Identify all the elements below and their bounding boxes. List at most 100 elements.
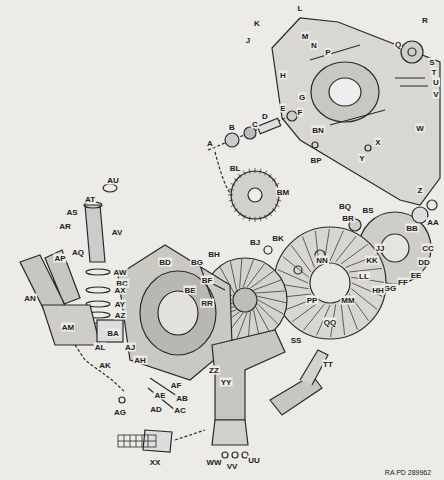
manifold-pipes	[20, 250, 80, 312]
callout-letter: BB	[405, 224, 419, 233]
blade-stroke	[330, 231, 343, 261]
callout-letter: AR	[58, 222, 72, 231]
collar	[287, 111, 297, 121]
blade-stroke	[265, 215, 267, 220]
blade-stroke	[256, 291, 285, 293]
blade-stroke	[249, 169, 250, 174]
callout-letter: FF	[397, 278, 409, 287]
callout-letter: T	[431, 68, 438, 77]
callout-letter: BQ	[338, 202, 352, 211]
callout-letter: D	[261, 112, 269, 121]
blade-stroke	[255, 217, 256, 222]
callout-letter: C	[251, 120, 259, 129]
housing-studs	[200, 265, 225, 300]
callout-letter: BE	[183, 286, 196, 295]
callout-letter: BP	[309, 156, 322, 165]
callout-letter: BL	[229, 164, 242, 173]
blade-stroke	[234, 209, 238, 212]
blade-stroke	[234, 178, 238, 181]
callout-letter: JJ	[375, 244, 386, 253]
gear	[228, 168, 282, 222]
blade-stroke	[276, 200, 281, 201]
callout-letter: BS	[361, 206, 374, 215]
callout-letter: BG	[190, 258, 204, 267]
callout-letter: AP	[53, 254, 66, 263]
dashed-axis	[175, 430, 205, 440]
blade-stroke	[258, 304, 279, 325]
callout-letter: X	[374, 138, 381, 147]
housing-bore	[158, 291, 198, 335]
callout-letter: NN	[315, 256, 329, 265]
callout-letter: ZZ	[208, 366, 220, 375]
blade-stroke	[229, 189, 234, 190]
callout-letter: MM	[340, 296, 355, 305]
blade-stroke	[238, 212, 241, 216]
blade-stroke	[255, 168, 256, 173]
blade-stroke	[243, 215, 245, 220]
blade-stroke	[283, 257, 309, 278]
callout-letter: GG	[383, 284, 397, 293]
callout-letter: Q	[394, 40, 402, 49]
callout-letter: L	[297, 4, 304, 13]
callout-letter: AW	[113, 268, 128, 277]
callout-letter: AX	[113, 286, 126, 295]
riser-pipe	[85, 205, 105, 262]
nut	[244, 127, 256, 139]
callout-letter: AG	[113, 408, 127, 417]
dashed-axis	[215, 152, 232, 195]
blade-stroke	[292, 302, 319, 322]
manifold-flange	[97, 320, 123, 342]
callout-letter: PP	[306, 296, 319, 305]
callout-letter: A	[206, 139, 214, 148]
callout-letter: U	[432, 78, 440, 87]
callout-letter: R	[421, 16, 429, 25]
washer	[427, 200, 437, 210]
cover-rib	[310, 45, 385, 125]
callout-letter: N	[310, 41, 318, 50]
callout-letter: AE	[153, 391, 166, 400]
blade-stroke	[304, 304, 325, 330]
callout-letter: BA	[106, 329, 120, 338]
callout-letter: K	[253, 19, 261, 28]
callout-letter: AQ	[71, 248, 85, 257]
studs	[395, 78, 428, 86]
callout-letter: UU	[247, 456, 261, 465]
callout-letter: M	[301, 32, 310, 41]
blade-stroke	[240, 259, 242, 288]
dashed-axis	[208, 112, 300, 150]
blade-stroke	[260, 216, 261, 221]
pin	[294, 266, 302, 274]
blade-stroke	[269, 174, 272, 178]
blade-stroke	[247, 264, 265, 287]
callout-letter: AJ	[124, 343, 136, 352]
screw	[312, 142, 318, 148]
blade-stroke	[256, 307, 270, 333]
blade-stroke	[230, 262, 236, 291]
callout-letter: AY	[114, 300, 126, 309]
callout-letter: CC	[421, 244, 435, 253]
blade-stroke	[275, 205, 280, 207]
callout-letter: S	[428, 58, 435, 67]
callout-letter: LL	[358, 272, 370, 281]
callout-letter: EE	[410, 271, 423, 280]
blade-stroke	[243, 260, 253, 287]
blade-stroke	[231, 183, 236, 185]
callout-letter: VV	[226, 462, 239, 471]
blade-stroke	[258, 296, 286, 302]
blade-stroke	[238, 174, 241, 178]
blade-stroke	[272, 178, 276, 181]
callout-letter: AK	[98, 361, 112, 370]
callout-letter: SS	[290, 336, 303, 345]
housing-flange	[140, 271, 216, 355]
bolt	[119, 397, 125, 403]
nut	[222, 452, 228, 458]
screw	[365, 145, 371, 151]
callout-letter: AT	[84, 195, 96, 204]
callout-letter: DD	[417, 258, 431, 267]
callout-letter: G	[298, 93, 306, 102]
outlet-elbow	[212, 330, 285, 420]
callout-letter: F	[297, 108, 304, 117]
callout-letter: AB	[175, 394, 189, 403]
blade-stroke	[260, 169, 261, 174]
